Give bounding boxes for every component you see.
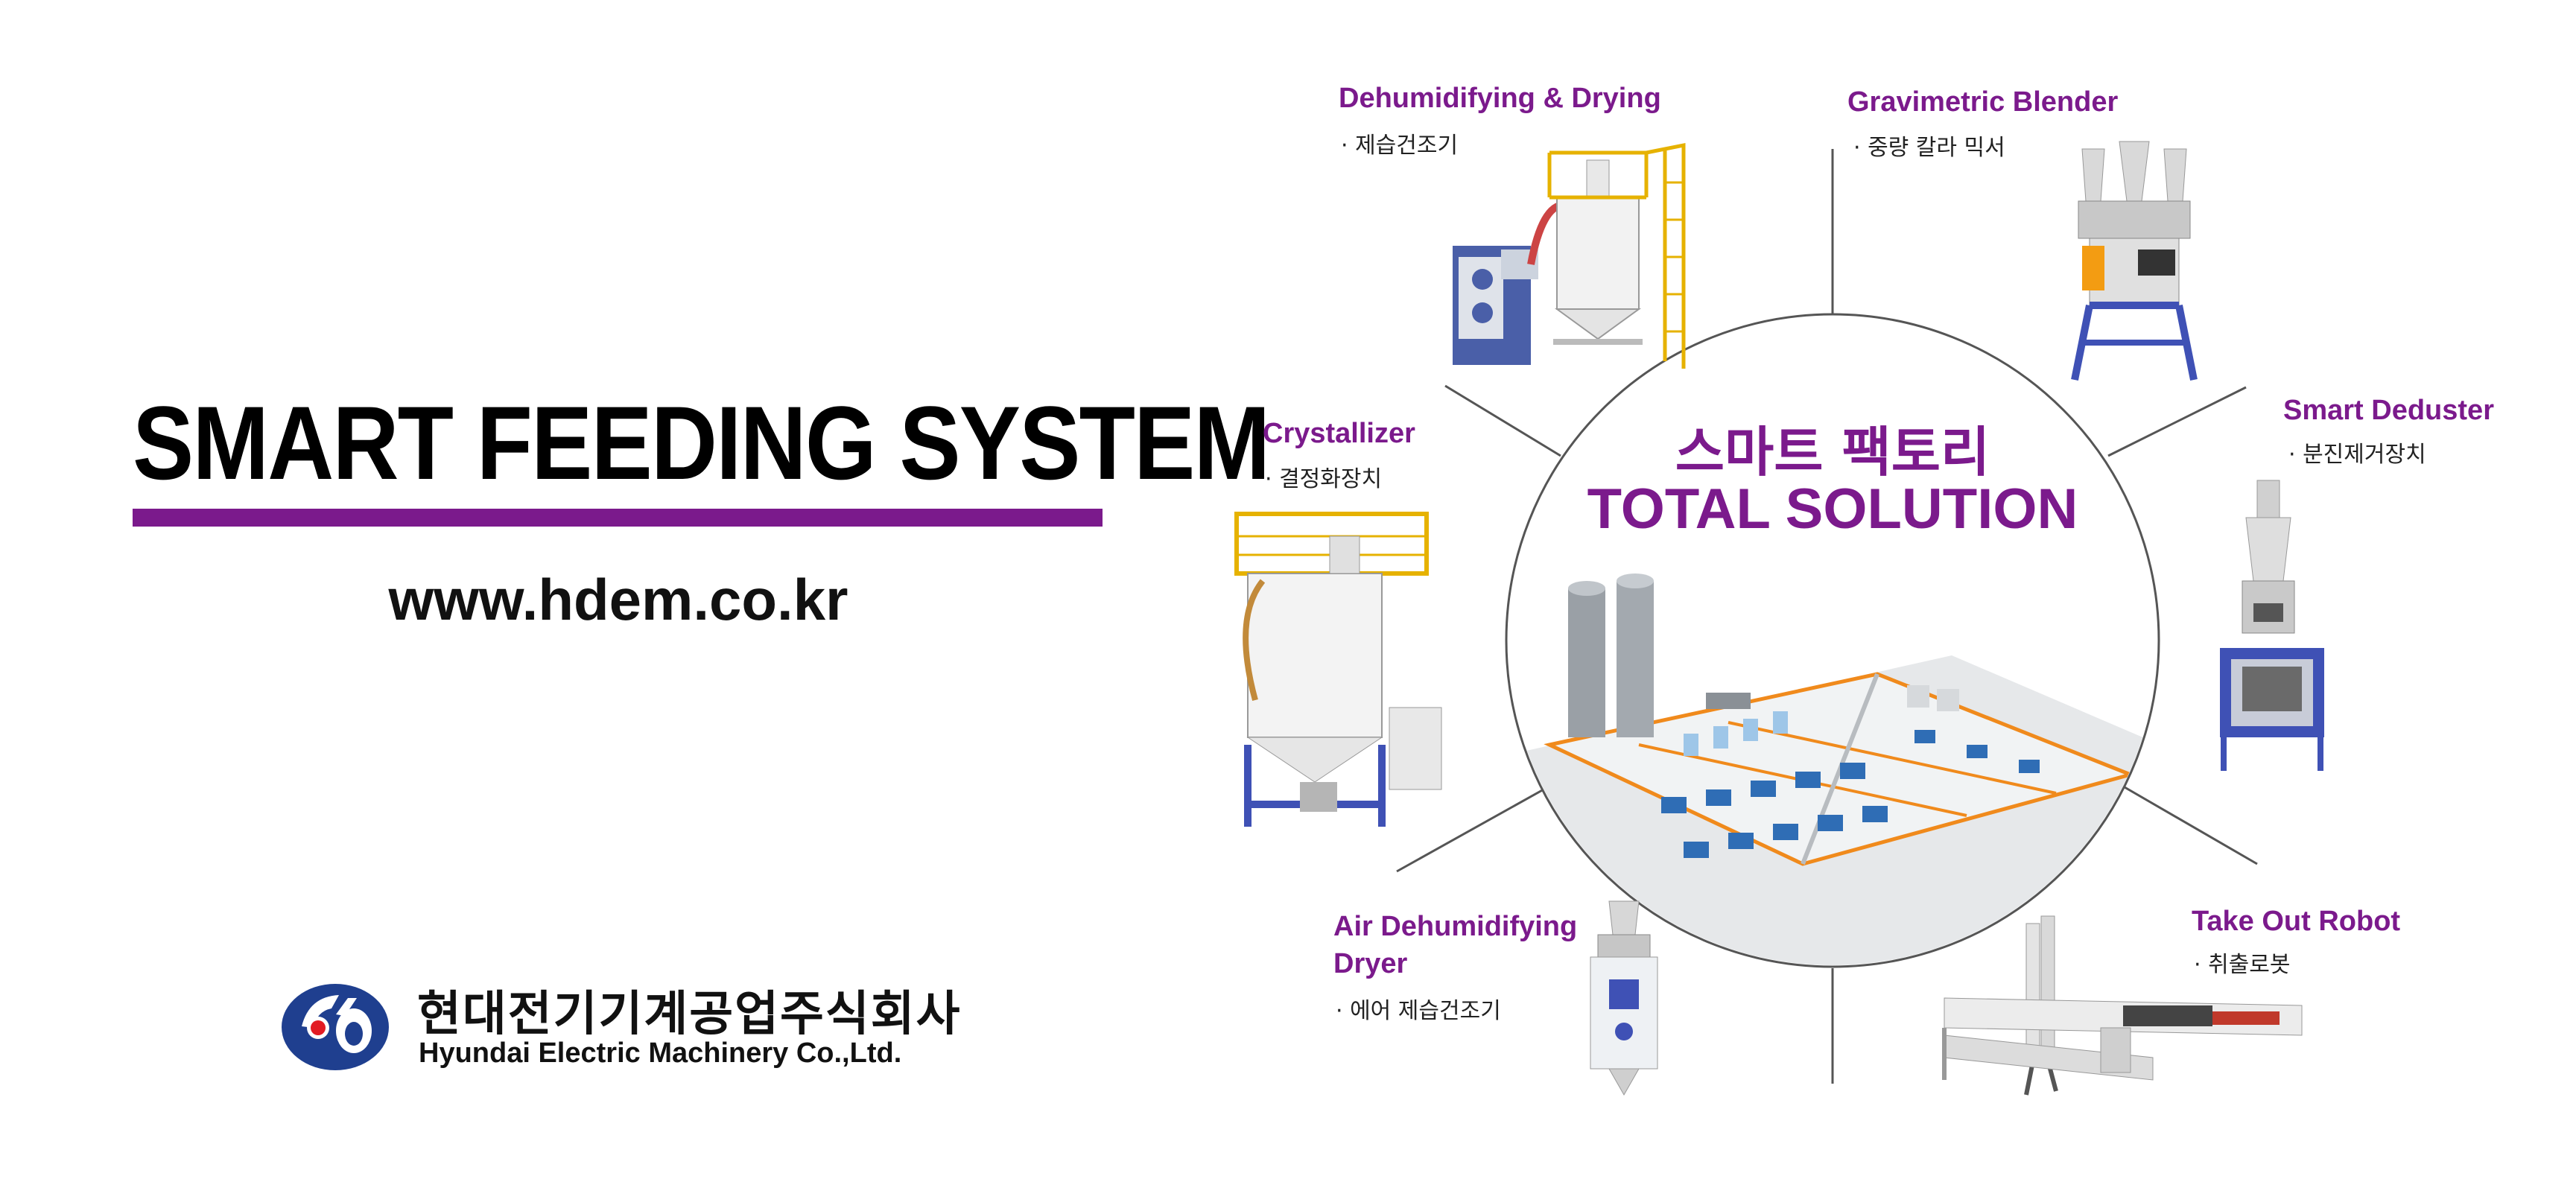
product-sub-air-dehumidifying: · 에어 제습건조기 [1336, 998, 1501, 1024]
product-title-air-dehumidifying-line1: Air Dehumidifying [1333, 911, 1578, 942]
crystallizer-image [1234, 512, 1442, 827]
dehumidifying-dryer-image [1453, 142, 1686, 369]
company-name-korean: 현대전기기계공업주식회사 [417, 987, 962, 1042]
product-title-gravimetric-blender: Gravimetric Blender [1847, 86, 2119, 118]
product-title-take-out-robot: Take Out Robot [2192, 906, 2401, 937]
product-title-crystallizer: Crystallizer [1263, 418, 1415, 449]
website-url: www.hdem.co.kr [388, 567, 848, 632]
product-sub-crystallizer: · 결정화장치 [1265, 466, 1383, 492]
product-sub-take-out-robot: · 취출로봇 [2194, 952, 2291, 978]
center-title-english: TOTAL SOLUTION [1587, 477, 2078, 541]
smart-deduster-image [2220, 480, 2324, 771]
product-sub-gravimetric-blender: · 중량 칼라 믹서 [1853, 135, 2005, 161]
spoke-lines [1396, 149, 2258, 1084]
product-sub-smart-deduster: · 분진제거장치 [2288, 442, 2426, 468]
company-name-english: Hyundai Electric Machinery Co.,Ltd. [419, 1037, 902, 1069]
product-sub-dehumidifying-drying: · 제습건조기 [1341, 133, 1459, 159]
gravimetric-blender-image [2071, 141, 2198, 381]
factory-illustration [1520, 573, 2157, 965]
product-title-air-dehumidifying-line2: Dryer [1333, 948, 1408, 979]
take-out-robot-image [1942, 915, 2303, 1096]
product-title-dehumidifying-drying: Dehumidifying & Drying [1339, 83, 1661, 114]
title-underline [133, 509, 1103, 527]
center-title-korean: 스마트 팩토리 [1675, 421, 1990, 483]
company-logo-icon [282, 984, 389, 1070]
air-dehumidifying-dryer-image [1590, 900, 1658, 1096]
product-title-smart-deduster: Smart Deduster [2283, 395, 2494, 426]
